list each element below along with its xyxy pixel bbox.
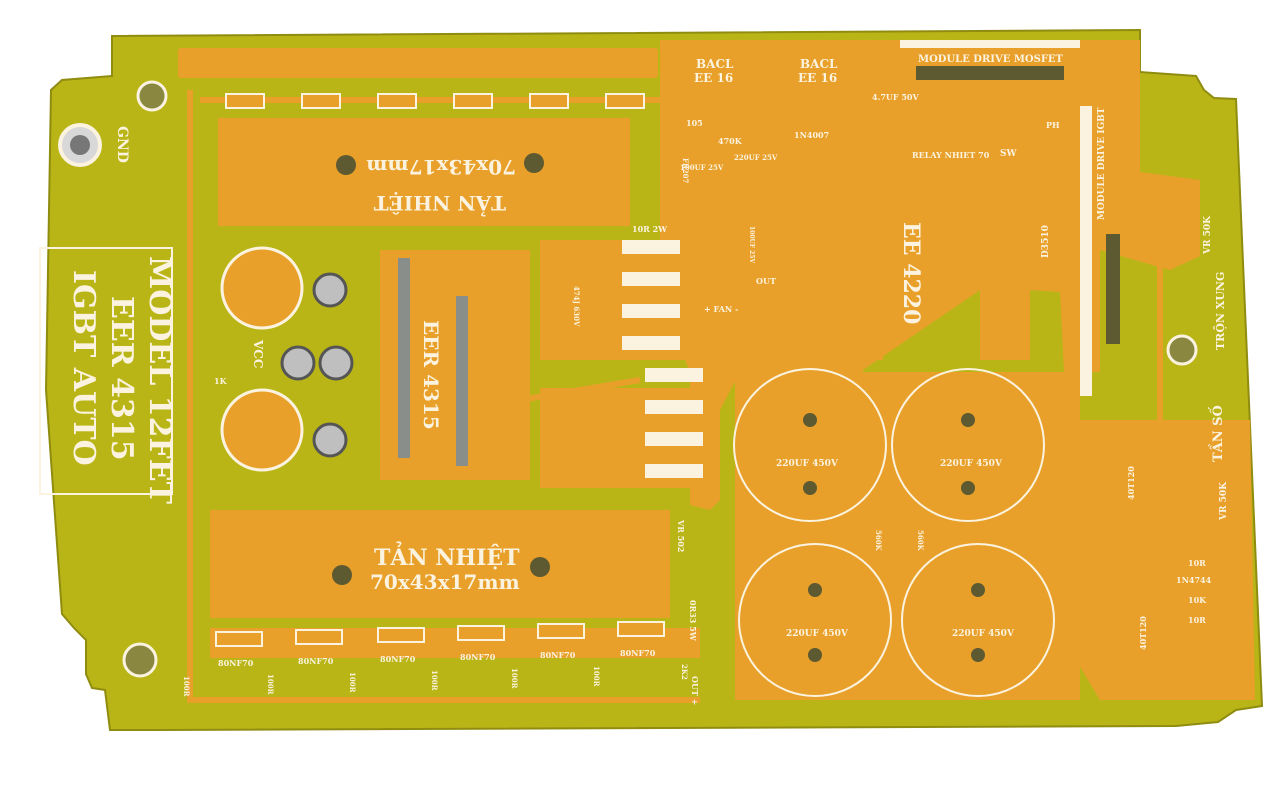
model-line-2: EER 4315 xyxy=(104,296,139,461)
big-cap-label-2: 220UF 450V xyxy=(940,459,1003,469)
r-10r-1: 10R xyxy=(1188,558,1206,568)
igbt-header xyxy=(1106,234,1120,344)
cap-220uf-label: 220UF 25V xyxy=(734,153,778,162)
her508-8: HER508 xyxy=(650,468,687,478)
copper-planes xyxy=(178,40,1255,700)
sw-label: SW xyxy=(1000,149,1017,159)
out-pm-label: OUT + xyxy=(690,676,700,705)
out-label: OUT xyxy=(756,276,776,286)
cap-474-label: 474J 630V xyxy=(572,286,581,327)
vcc-terminal-4 xyxy=(312,422,348,458)
mosfet-label-3: 80NF70 xyxy=(380,654,416,664)
mosfet-row-bottom xyxy=(215,621,665,647)
model-label-box xyxy=(39,247,173,495)
cap-footprint-3 xyxy=(738,543,892,697)
transformer-big-label: EE 4220 xyxy=(898,222,924,324)
her508-3: HER508 xyxy=(630,307,667,317)
cap-footprint-4 xyxy=(901,543,1055,697)
mosfet-label-4: 80NF70 xyxy=(460,652,496,662)
heatsink-bottom-line-1: TẢN NHIỆT xyxy=(374,541,520,571)
mosfet-header xyxy=(916,66,1064,80)
cap-100uf-small-label: 100UF 25V xyxy=(748,226,755,263)
fr207-label: FR207 xyxy=(681,158,690,184)
cap-left-top xyxy=(220,246,304,330)
transformer-slot-2 xyxy=(456,296,468,466)
mosfet-row-top xyxy=(225,93,645,109)
transformer-slot-1 xyxy=(398,258,410,458)
r-560k-1: 560K xyxy=(874,530,883,552)
gnd-label: GND xyxy=(114,126,130,163)
cap-left-bottom xyxy=(220,388,304,472)
vr-50k-top-label: VR 50K xyxy=(1203,215,1213,255)
her508-4: HER508 xyxy=(630,339,667,349)
mount-hole-tl2 xyxy=(136,80,168,112)
vr-50k-bottom-label: VR 50K xyxy=(1219,481,1229,521)
bacl-right-line-1: BACL xyxy=(800,57,838,71)
vcc-terminal-1 xyxy=(312,272,348,308)
bacl-right-line-2: EE 16 xyxy=(798,71,837,85)
mount-hole-bl xyxy=(122,642,158,678)
r-100r-3: 100R xyxy=(348,672,357,693)
r-560k-2: 560K xyxy=(916,530,925,552)
d3510-label: D3510 xyxy=(1041,225,1051,258)
zener-label: 1N4744 xyxy=(1176,575,1212,585)
big-cap-label-4: 220UF 450V xyxy=(952,629,1015,639)
bacl-left-line-2: EE 16 xyxy=(694,71,733,85)
mount-hole-right xyxy=(1166,334,1198,366)
fan-label: + FAN - xyxy=(704,304,738,314)
transformer-main-label: EER 4315 xyxy=(419,320,443,430)
relay-label: RELAY NHIET 70 xyxy=(912,150,990,160)
big-cap-label-3: 220UF 450V xyxy=(786,629,849,639)
cap-47uf-label: 4.7UF 50V xyxy=(872,92,919,102)
big-cap-label-1: 220UF 450V xyxy=(776,459,839,469)
vcc-terminal-3 xyxy=(318,345,354,381)
diode-1n4007-label: 1N4007 xyxy=(794,130,829,140)
cap-footprint-1 xyxy=(733,368,887,522)
heatsink-bottom-line-2: 70x43x17mm xyxy=(370,570,520,594)
model-line-3: IGBT AUTO xyxy=(66,270,101,466)
module-mosfet-label: MODULE DRIVE MOSFET xyxy=(918,54,1064,65)
r-100r-5: 100R xyxy=(510,668,519,689)
mosfet-label-5: 80NF70 xyxy=(540,650,576,660)
heatsink-top-line-2: 70x43x17mm xyxy=(366,155,516,179)
tan-so-label: TẦN SỐ xyxy=(1208,405,1226,462)
r-470k-label: 470K xyxy=(718,136,743,146)
igbt-part-2: 40T120 xyxy=(1138,616,1148,650)
shunt-label: 0R33 5W xyxy=(688,600,698,642)
heatsink-top-line-1: TẢN NHIỆT xyxy=(374,191,506,218)
vcc-terminal-2 xyxy=(280,345,316,381)
r-100r-4: 100R xyxy=(430,670,439,691)
r-105-label: 105 xyxy=(686,118,703,128)
r-100r-1: 100R xyxy=(182,676,191,697)
her508-1: HER508 xyxy=(630,243,667,253)
model-line-1: MODEL 12FET xyxy=(142,256,177,505)
her508-diodes xyxy=(622,240,703,478)
ph-label: PH xyxy=(1046,120,1060,130)
her508-7: HER508 xyxy=(650,436,687,446)
vr-502-label: VR 502 xyxy=(676,519,686,552)
r-100r-6: 100R xyxy=(592,666,601,687)
r-2k2-label: 2K2 xyxy=(680,664,689,680)
her508-6: HER508 xyxy=(650,404,687,414)
mosfet-label-1: 80NF70 xyxy=(218,658,254,668)
igbt-part-1: 40T120 xyxy=(1126,466,1136,500)
r-10r2w-label: 10R 2W xyxy=(632,224,668,234)
cap-100uf-label: 100UF 25V xyxy=(680,163,724,172)
r-1k-label: 1K xyxy=(214,376,228,386)
tron-xung-label: TRỘN XUNG xyxy=(1212,272,1227,350)
igbt-silk-bar xyxy=(1080,106,1092,396)
cap-footprint-2 xyxy=(891,368,1045,522)
vcc-label: VCC xyxy=(251,339,265,368)
module-igbt-label: MODULE DRIVE IGBT xyxy=(1097,107,1107,220)
r-10k-label: 10K xyxy=(1188,595,1207,605)
mosfet-label-6: 80NF70 xyxy=(620,648,656,658)
r-10r-2: 10R xyxy=(1188,615,1206,625)
mosfet-label-2: 80NF70 xyxy=(298,656,334,666)
r-100r-2: 100R xyxy=(266,674,275,695)
bacl-left-line-1: BACL xyxy=(696,57,734,71)
her508-5: HER508 xyxy=(650,372,687,382)
her508-2: HER508 xyxy=(630,275,667,285)
copper-traces xyxy=(187,90,1163,703)
